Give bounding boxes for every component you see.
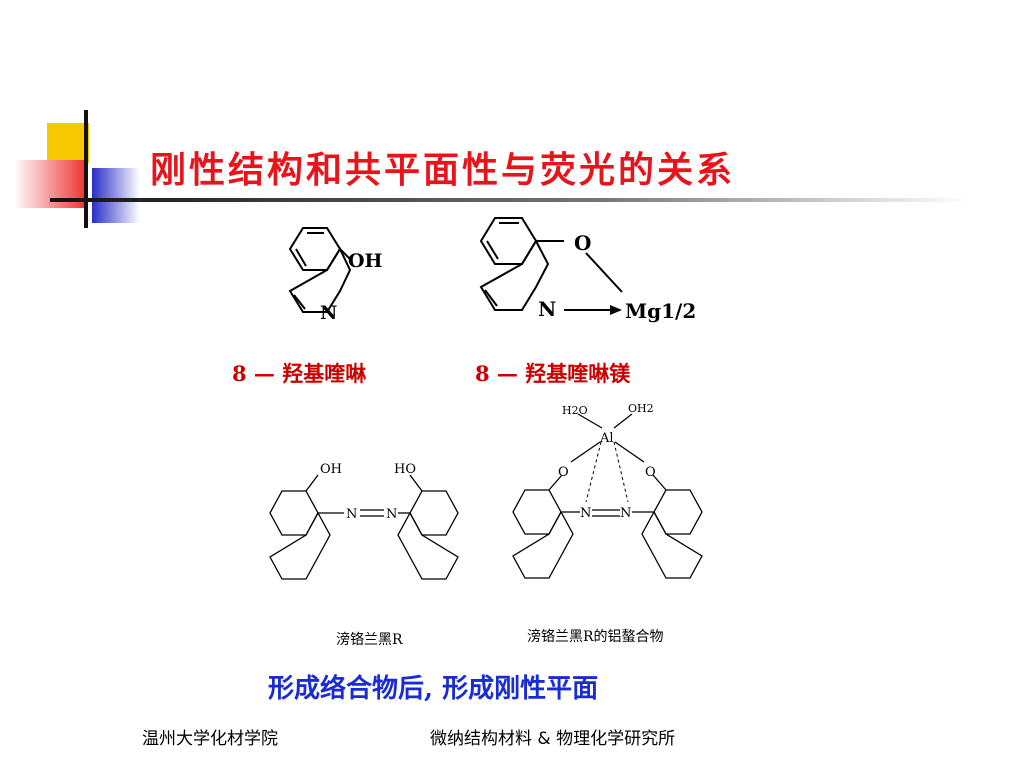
blue-square	[92, 168, 140, 223]
n2-label: N	[620, 506, 631, 521]
n1-label: N	[580, 506, 591, 521]
footer-right: 微纳结构材料 & 物理化学研究所	[430, 729, 676, 749]
al-complex-label: 滂铬兰黑R的铝螯合物	[527, 629, 664, 645]
vertical-bar	[84, 110, 88, 228]
hydroxyquinoline-label: 8 — 羟基喹啉	[232, 361, 367, 386]
al-label: Al	[599, 431, 614, 446]
hydroxyquinoline-mg-structure: O N Mg1/2	[479, 217, 696, 323]
hydroxyquinoline-structure: OH N	[288, 227, 383, 324]
n-label: N	[320, 302, 337, 324]
h2o-label: H2O	[562, 404, 588, 417]
n1-label: N	[346, 507, 357, 522]
eriochrome-structure: OH HO N N	[269, 462, 459, 580]
footer-left: 温州大学化材学院	[142, 729, 278, 749]
oh-label: OH	[348, 250, 383, 272]
hydroxyquinoline-mg-label: 8 — 羟基喹啉镁	[475, 361, 631, 386]
title-decoration	[14, 110, 970, 228]
n2-label: N	[386, 507, 397, 522]
ho-label: HO	[394, 462, 416, 477]
n-label: N	[538, 297, 556, 321]
conclusion-text: 形成络合物后, 形成刚性平面	[268, 674, 599, 704]
o2-label: O	[645, 465, 656, 480]
o-label: O	[574, 231, 591, 255]
oh2-label: OH2	[628, 402, 654, 415]
al-complex-structure: H2O OH2 Al O O N N	[512, 402, 703, 579]
eriochrome-label: 滂铬兰黑R	[336, 632, 403, 648]
slide-title: 刚性结构和共平面性与荧光的关系	[150, 149, 736, 191]
oh-label: OH	[320, 462, 342, 477]
title-underline	[50, 198, 970, 202]
yellow-square	[47, 123, 89, 163]
o1-label: O	[558, 465, 569, 480]
mg-label: Mg1/2	[625, 299, 696, 323]
